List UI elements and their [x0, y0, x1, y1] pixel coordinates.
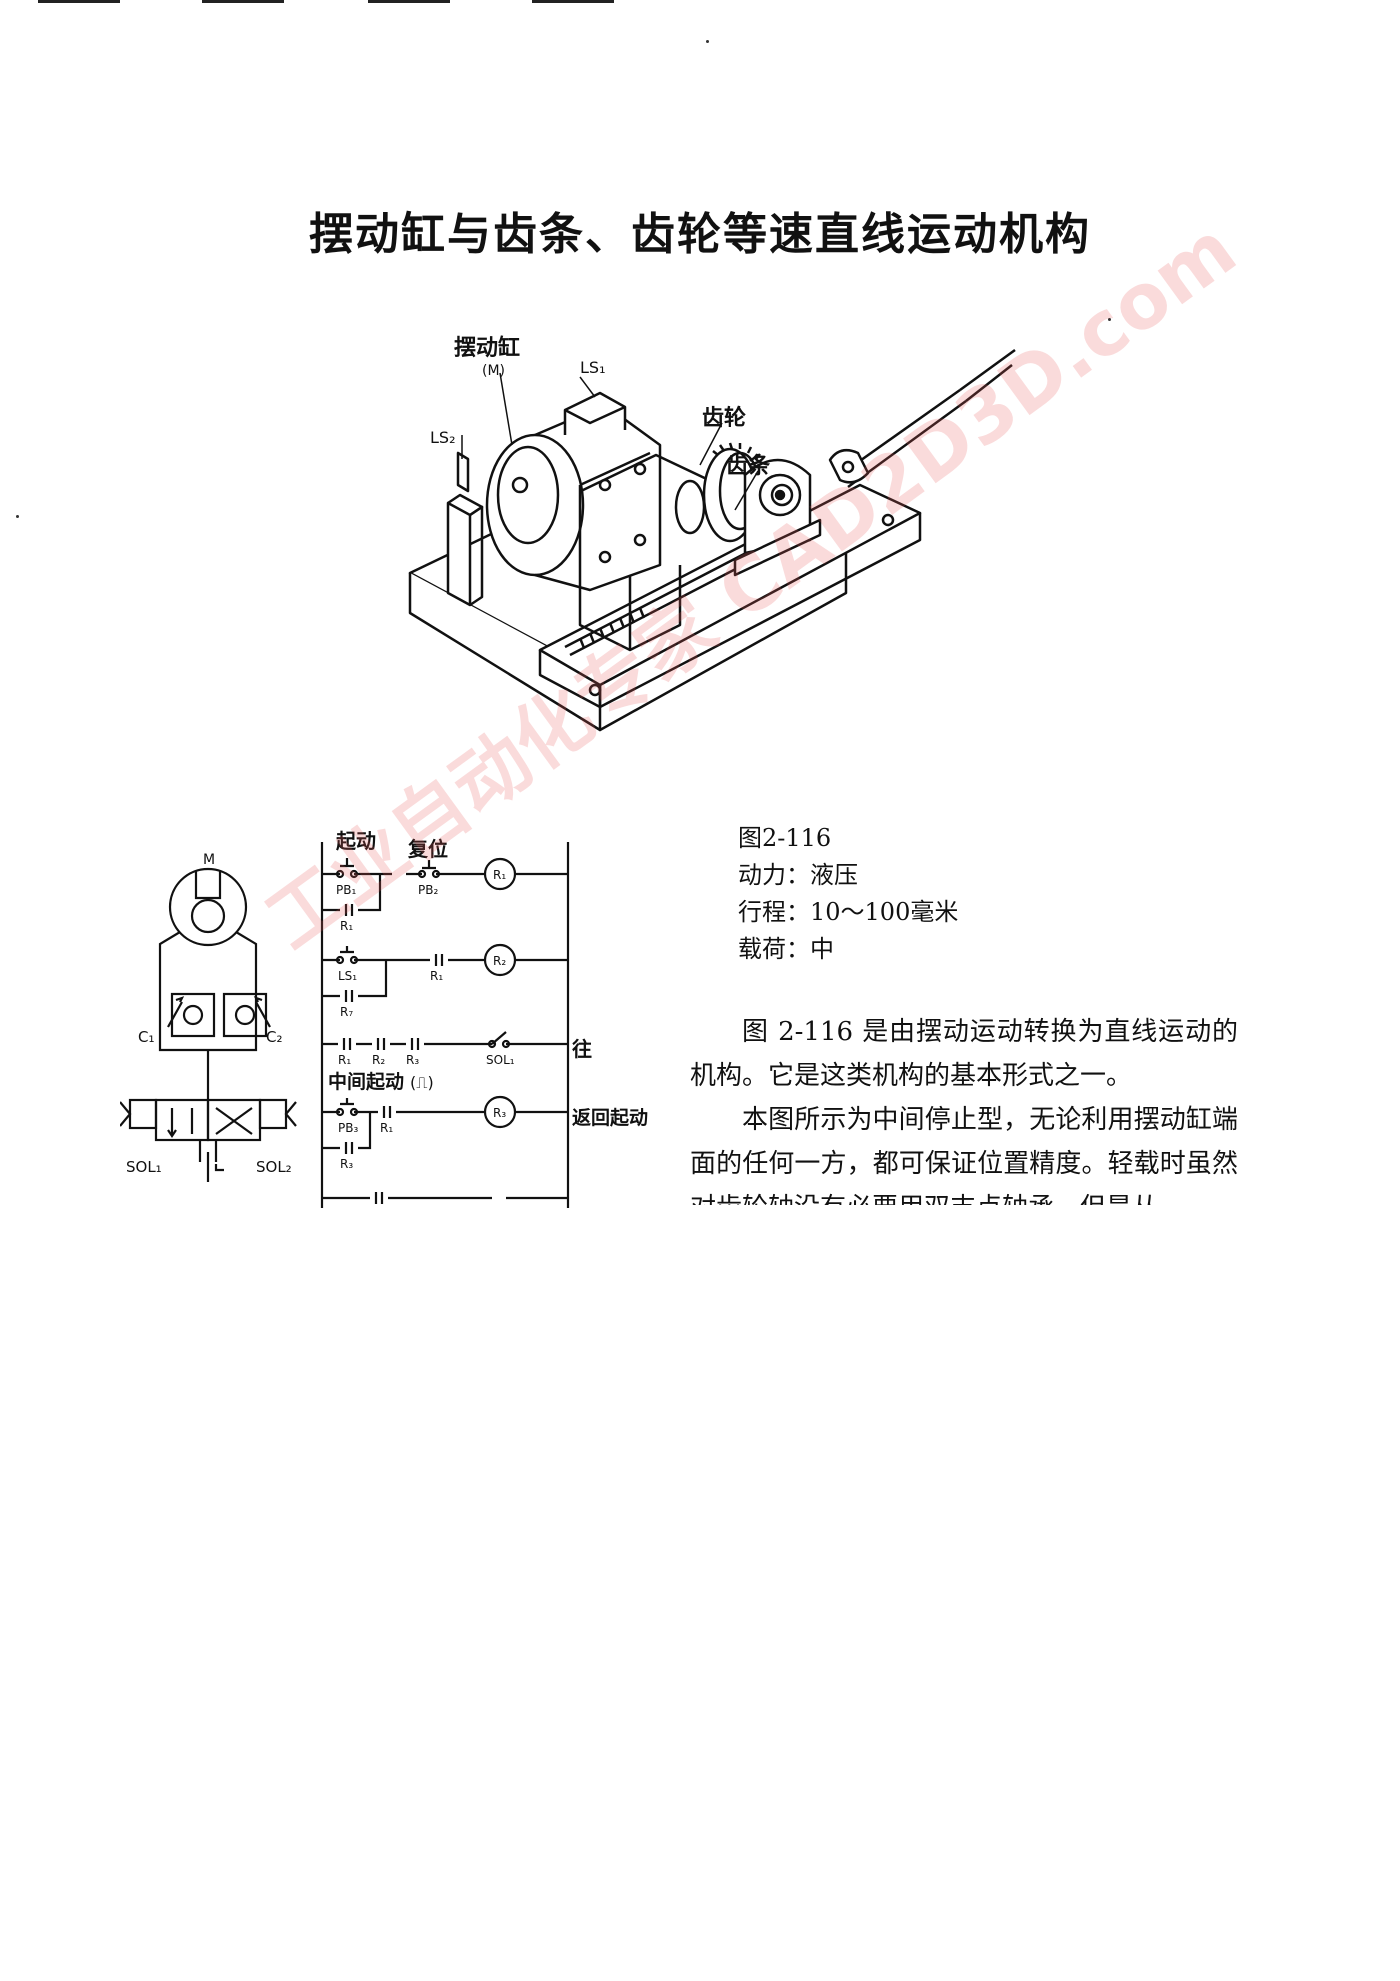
body-paragraph: 本图所示为中间停止型，无论利用摆动缸端面的任何一方，都可保证位置精度。轻载时虽然…	[690, 1105, 1238, 1205]
caption-load: 载荷：中	[738, 935, 834, 963]
scan-dot	[706, 40, 709, 43]
body-text: 图 2-116 是由摆动运动转换为直线运动的机构。它是这类机构的基本形式之一。 …	[690, 1010, 1238, 1205]
cylinder-sub-label: (M)	[482, 363, 505, 379]
sol2-label: SOL₂	[256, 1158, 292, 1176]
ladder-r2-coil: R₂	[493, 954, 506, 968]
caption-stroke: 行程：10～100毫米	[738, 898, 959, 926]
scan-dot	[1108, 318, 1111, 321]
gear-label: 齿轮	[702, 405, 746, 431]
top-rule	[532, 0, 614, 3]
sol1-label: SOL₁	[126, 1158, 162, 1176]
top-rule	[202, 0, 284, 3]
ls1-label: LS₁	[580, 358, 605, 377]
top-rule	[368, 0, 450, 3]
ladder-forward-label: 往	[572, 1037, 592, 1061]
c1-label: C₁	[138, 1028, 155, 1046]
ladder-r1-contact: R₁	[340, 919, 353, 933]
ladder-r3-contact: R₃	[406, 1053, 419, 1067]
ls2-label: LS₂	[430, 428, 455, 447]
ladder-pb1: PB₁	[336, 883, 356, 897]
ladder-reset-label: 复位	[407, 837, 448, 861]
mechanism-illustration: 摆动缸 (M) LS₁ LS₂ 齿轮 齿条	[408, 335, 1016, 732]
top-rule	[38, 0, 120, 3]
ladder-sol1: SOL₁	[486, 1053, 515, 1067]
caption-power: 动力：液压	[738, 861, 858, 889]
figure-number: 图2-116	[738, 824, 832, 852]
c2-label: C₂	[266, 1028, 283, 1046]
ladder-r1-coil: R₁	[493, 868, 506, 882]
ladder-r1-contact-3: R₁	[338, 1053, 351, 1067]
ladder-r2-contact: R₂	[372, 1053, 385, 1067]
page-title: 摆动缸与齿条、齿轮等速直线运动机构	[309, 209, 1091, 260]
ladder-r3-coil: R₃	[493, 1106, 506, 1120]
rack-label: 齿条	[726, 453, 771, 479]
motor-label: M	[203, 852, 215, 868]
ladder-pb3: PB₃	[338, 1121, 358, 1135]
ladder-r1-contact-2: R₁	[430, 969, 443, 983]
ladder-r3-contact-2: R₃	[340, 1157, 353, 1171]
scan-dot	[16, 515, 19, 518]
ladder-start-label: 起动	[335, 829, 376, 853]
figure-caption: 图2-116 动力：液压 行程：10～100毫米 载荷：中	[738, 820, 958, 968]
ladder-ls1: LS₁	[338, 969, 357, 983]
body-paragraph: 图 2-116 是由摆动运动转换为直线运动的机构。它是这类机构的基本形式之一。	[690, 1017, 1238, 1091]
ladder-pb2: PB₂	[418, 883, 438, 897]
ladder-r7-contact: R₇	[340, 1005, 353, 1019]
hydraulic-circuit: M C₁ C₂ SOL₁ SOL₂	[120, 852, 297, 1182]
ladder-diagram: R₁ R₂ R₃ PB₁ PB₂ R₁ LS₁ R₁ R₇ R₁ R₂ R₃ S…	[320, 829, 648, 1208]
cylinder-label: 摆动缸	[454, 335, 520, 361]
ladder-pulse-label: (⎍)	[410, 1073, 434, 1092]
ladder-mid-start-label: 中间起动	[328, 1070, 404, 1093]
ladder-r1-contact-4: R₁	[380, 1121, 393, 1135]
ladder-return-start-label: 返回起动	[572, 1107, 648, 1129]
